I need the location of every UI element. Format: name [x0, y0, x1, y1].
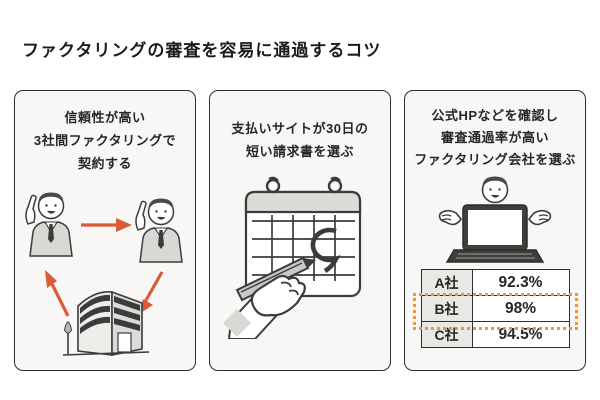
heading-line: 短い請求書を選ぶ: [245, 144, 354, 159]
heading-line: 支払いサイトが30日の: [231, 121, 369, 136]
pass-rate-table: A社 92.3% B社 98% C社 94.5%: [420, 269, 570, 348]
heading-line: 契約する: [77, 156, 132, 171]
panel-short-payment-site: 支払いサイトが30日の 短い請求書を選ぶ: [209, 90, 391, 371]
heading-line: 審査通過率が高い: [440, 130, 549, 145]
panel-high-pass-rate-company: 公式HPなどを確認し 審査通過率が高い ファクタリング会社を選ぶ: [404, 90, 586, 371]
panel-three-party-contract: 信頼性が高い 3社間ファクタリングで 契約する: [14, 90, 196, 371]
building-icon: [62, 290, 150, 356]
page-title: ファクタリングの審査を容易に通過するコツ: [22, 41, 382, 60]
person-laptop-illustration: [438, 176, 552, 263]
panel-heading: 信頼性が高い 3社間ファクタリングで 契約する: [34, 106, 176, 175]
heading-line: 3社間ファクタリングで: [33, 133, 177, 148]
businessmen-building-cycle-illustration: [25, 191, 183, 356]
calendar-hand-pen-illustration: [223, 176, 362, 339]
right-businessman-icon: [135, 197, 183, 263]
table-row: B社 98%: [420, 295, 570, 322]
rate-cell: 98%: [471, 295, 570, 322]
tips-panels: 信頼性が高い 3社間ファクタリングで 契約する: [14, 90, 586, 371]
heading-line: 信頼性が高い: [64, 110, 146, 125]
rate-cell: 92.3%: [471, 269, 570, 296]
table-row: C社 94.5%: [420, 321, 570, 348]
hand-pen-icon: [223, 256, 316, 339]
table-row: A社 92.3%: [420, 269, 570, 296]
cycle-arrow-right-icon: [81, 218, 132, 232]
heading-line: ファクタリング会社を選ぶ: [414, 152, 576, 167]
panel-heading: 支払いサイトが30日の 短い請求書を選ぶ: [232, 117, 369, 163]
heading-line: 公式HPなどを確認し: [431, 108, 559, 123]
pass-rate-table-wrap: A社 92.3% B社 98% C社 94.5%: [412, 269, 578, 348]
company-cell: B社: [420, 295, 473, 322]
panel-heading: 公式HPなどを確認し 審査通過率が高い ファクタリング会社を選ぶ: [414, 105, 575, 171]
cycle-arrow-upleft-icon: [45, 270, 70, 317]
company-cell: A社: [420, 269, 473, 296]
left-businessman-icon: [25, 191, 73, 257]
calendar-icon: [244, 176, 362, 298]
person-laptop-icon: [438, 176, 552, 263]
company-cell: C社: [420, 321, 473, 348]
circled-date-mark: [310, 227, 341, 273]
rate-cell: 94.5%: [471, 321, 570, 348]
